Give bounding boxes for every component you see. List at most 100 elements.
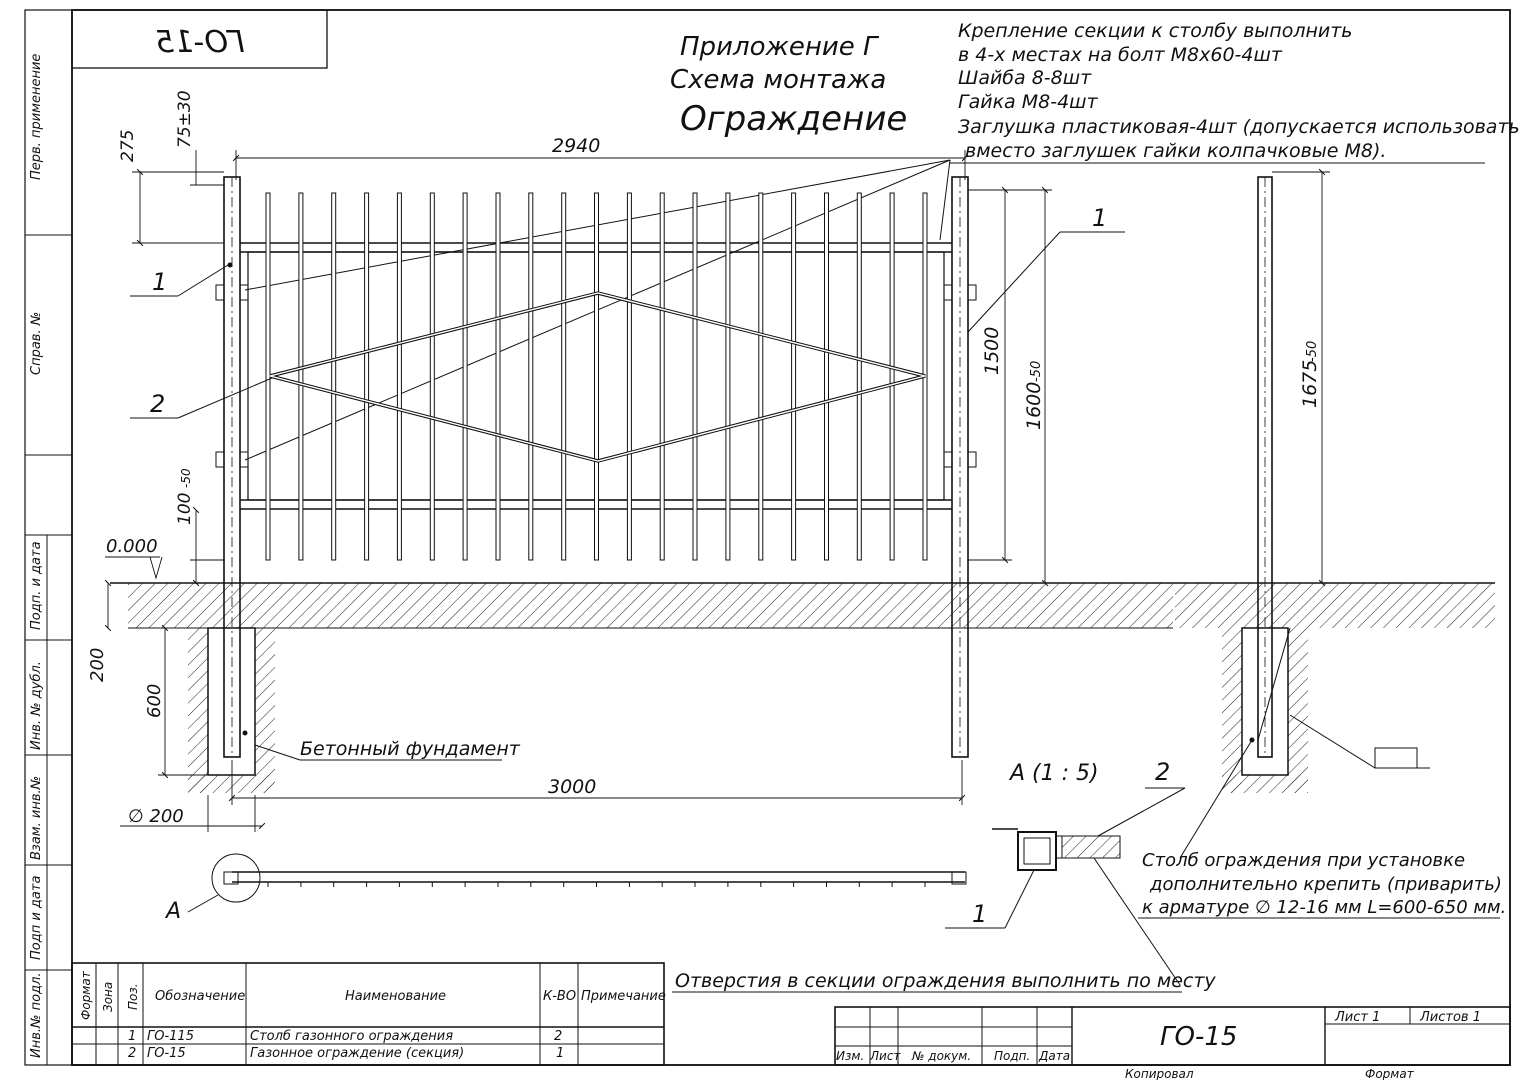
row-pos: 2: [128, 1046, 136, 1061]
fence-picket: [396, 192, 402, 561]
fence-picket: [889, 192, 895, 561]
left-foundation: [188, 627, 275, 793]
dim-1600-tol: -50: [1029, 361, 1044, 382]
row-code: ГО-15: [147, 1046, 186, 1061]
side-strip-label: Подп. и дата: [29, 541, 44, 630]
fence-picket: [791, 192, 797, 561]
stamp-cell: № докум.: [911, 1049, 971, 1063]
dim-200: 200: [87, 648, 108, 682]
stamp-code: ГО-15: [1160, 1022, 1237, 1052]
fence-picket: [725, 192, 731, 561]
pos-label: 1: [152, 268, 167, 296]
stamp-sheets: Листов 1: [1419, 1010, 1481, 1025]
pos-label: 1: [972, 900, 987, 928]
note-line: Гайка М8-4шт: [958, 91, 1099, 113]
row-qty: 1: [556, 1046, 564, 1061]
dimension-labels: 2940 3000 1500 1600 -50 1675 -50 275 75±…: [87, 90, 1321, 827]
appendix-title: Приложение Г: [680, 32, 880, 62]
note-line: Крепление секции к столбу выполнить: [958, 20, 1353, 42]
dim-75: 75±30: [175, 90, 195, 148]
side-strip: Перв. применение Справ. № Подп. и дата И…: [29, 54, 44, 1058]
side-strip-label: Инв. № дубл.: [29, 661, 44, 750]
fence-picket: [331, 192, 337, 561]
stamp-format: Формат: [1365, 1067, 1415, 1080]
pos-label: 2: [1155, 758, 1170, 786]
dim-1500: 1500: [981, 327, 1003, 375]
note-line: Заглушка пластиковая-4шт (допускается ис…: [958, 116, 1520, 138]
note-line: вместо заглушек гайки колпачковые М8).: [965, 140, 1386, 162]
fence-section: [215, 192, 977, 561]
fence-picket: [528, 192, 534, 561]
dim-3000: 3000: [548, 776, 596, 798]
fence-picket: [429, 192, 435, 561]
table-header: Формат: [79, 970, 93, 1020]
fence-picket: [594, 192, 599, 561]
detail-a-title: А (1 : 5): [1008, 761, 1099, 786]
post-note-line: к арматуре ∅ 12-16 мм L=600-650 мм.: [1142, 897, 1506, 918]
dim-1675: 1675: [1299, 360, 1321, 408]
dim-1600: 1600: [1023, 382, 1045, 430]
stamp-cell: Изм.: [836, 1049, 864, 1063]
table-header: Наименование: [345, 989, 446, 1004]
post-note: Столб ограждения при установке дополните…: [1138, 850, 1506, 919]
foundation-label: Бетонный фундамент: [300, 738, 521, 760]
fence-picket: [561, 192, 567, 561]
fence-picket: [462, 192, 468, 561]
detail-a-mark: А: [164, 899, 181, 924]
side-post: [1249, 176, 1273, 758]
row-name: Газонное ограждение (секция): [250, 1046, 464, 1061]
fence-pickets: [265, 192, 928, 561]
fence-picket: [298, 192, 304, 561]
note-line: Шайба 8-8шт: [958, 67, 1092, 89]
fence-picket: [364, 192, 370, 561]
table-header: Поз.: [126, 983, 140, 1010]
stamp-cell: Дата: [1038, 1049, 1070, 1063]
fence-picket: [495, 192, 501, 561]
dim-diam-200: ∅ 200: [128, 806, 184, 827]
side-strip-label: Взам. инв.№: [29, 776, 44, 860]
fence-picket: [692, 192, 698, 561]
fence-picket: [626, 192, 632, 561]
post-note-line: Столб ограждения при установке: [1142, 850, 1465, 871]
ground-line: [110, 582, 1495, 629]
side-strip-label: Справ. №: [29, 312, 44, 375]
fence-picket: [824, 192, 829, 561]
title-block: Изм. Лист № докум. Подп. Дата ГО-15 Лист…: [834, 1006, 1511, 1080]
level-mark: 0.000: [106, 536, 158, 557]
fence-picket: [659, 192, 665, 561]
stamp-copied: Копировал: [1125, 1067, 1194, 1080]
fence-picket: [265, 192, 271, 561]
mounting-notes: Крепление секции к столбу выполнить в 4-…: [950, 20, 1520, 164]
code-box: ГО-15: [71, 9, 328, 69]
table-row: 2 ГО-15 Газонное ограждение (секция) 1: [128, 1046, 564, 1061]
table-header: Зона: [101, 982, 115, 1012]
mirrored-code: ГО-15: [155, 25, 244, 60]
stamp-cell: Подп.: [994, 1049, 1030, 1063]
detail-a-view: [945, 787, 1186, 986]
row-qty: 2: [554, 1029, 562, 1044]
table-row: 1 ГО-115 Столб газонного ограждения 2: [128, 1029, 562, 1044]
side-foundation: [1222, 627, 1308, 793]
position-callouts: [130, 231, 1125, 761]
stamp-sheet: Лист 1: [1334, 1010, 1380, 1025]
row-name: Столб газонного ограждения: [250, 1029, 453, 1044]
side-view-leaders: [1179, 714, 1430, 859]
fence-picket: [758, 192, 764, 561]
dim-600: 600: [144, 684, 165, 718]
table-header: Обозначение: [155, 989, 245, 1004]
fence-picket: [856, 192, 862, 561]
table-header: К-ВО: [543, 989, 576, 1004]
side-strip-label: Подп и дата: [29, 876, 44, 960]
dim-2940: 2940: [552, 135, 600, 157]
drawing-frame: [24, 9, 1511, 1066]
pos-label: 1: [1092, 204, 1107, 232]
spec-table: Формат Зона Поз. Обозначение Наименовани…: [71, 962, 666, 1066]
stamp-cell: Лист: [869, 1049, 901, 1063]
pos-label: 2: [150, 390, 165, 418]
side-strip-label: Инв.№ подл.: [29, 972, 44, 1058]
plan-view: [187, 853, 967, 913]
dim-100: 100: [175, 493, 195, 525]
note-line: в 4-х местах на болт М8х60-4шт: [958, 44, 1283, 66]
dimension-lines: [104, 150, 1330, 832]
post-note-line: дополнительно крепить (приварить): [1149, 874, 1502, 895]
